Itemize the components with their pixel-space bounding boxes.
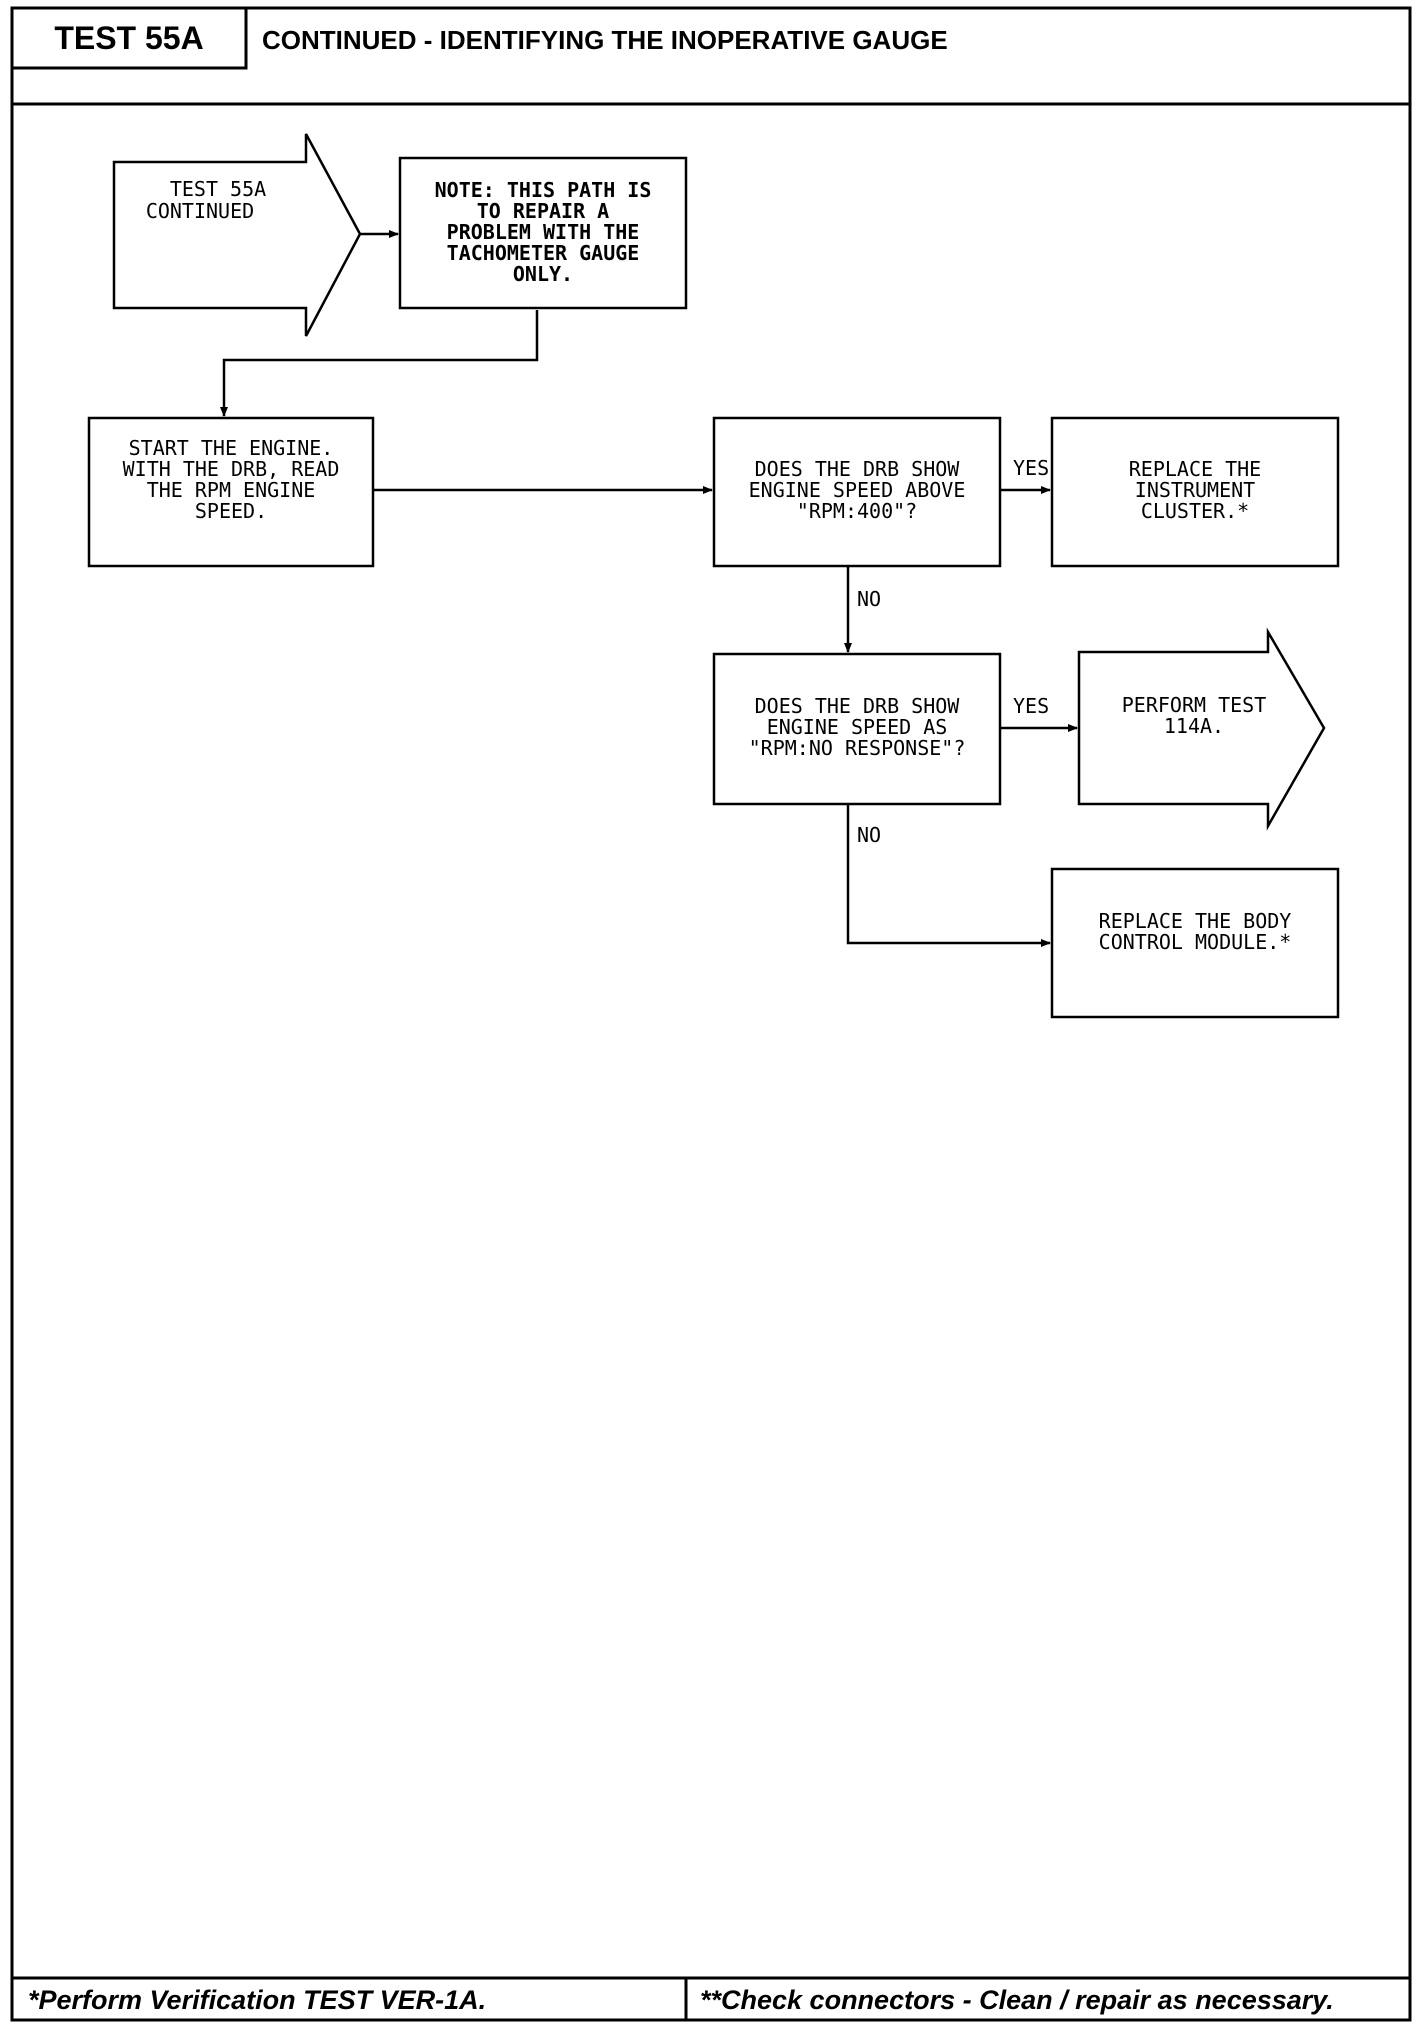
label-no-to-decision-no-response: NO (857, 587, 881, 611)
label-yes-replace-cluster: YES (1013, 456, 1049, 480)
step-start-engine: START THE ENGINE. WITH THE DRB, READ THE… (87, 416, 375, 568)
decision-rpm-no-response-frame (712, 652, 1002, 806)
connectors (220, 230, 1078, 947)
page-border (10, 6, 1412, 2022)
footer-note-verification: *Perform Verification TEST VER-1A. (28, 1985, 486, 2015)
step-start-engine-line-1: START THE ENGINE. (129, 436, 334, 460)
start-arrow-test-55a: TEST 55A CONTINUED (112, 133, 362, 337)
start-arrow-line-2: CONTINUED (146, 199, 254, 223)
note-line-4: TACHOMETER GAUGE (447, 241, 640, 265)
action-replace-bcm-frame (1050, 867, 1340, 1019)
test-id: TEST 55A (54, 20, 203, 56)
connector-note-to-start-engine (220, 310, 539, 417)
header: TEST 55A CONTINUED - IDENTIFYING THE INO… (10, 6, 1410, 106)
step-start-engine-line-2: WITH THE DRB, READ (123, 457, 340, 481)
action-replace-instrument-cluster-frame (1050, 416, 1340, 568)
perform-test-arrow-shape (1077, 627, 1326, 831)
note-line-5: ONLY. (513, 262, 573, 286)
decision-rpm-above-400-frame (712, 416, 1002, 568)
action-replace-cluster-line-1: REPLACE THE (1129, 457, 1261, 481)
decision-rpm-above-400: DOES THE DRB SHOW ENGINE SPEED ABOVE "RP… (712, 416, 1002, 568)
decision-rpm-no-response: DOES THE DRB SHOW ENGINE SPEED AS "RPM:N… (712, 652, 1002, 806)
start-arrow-line-1: TEST 55A (170, 177, 266, 201)
label-no-replace-bcm: NO (857, 823, 881, 847)
note-box: NOTE: THIS PATH IS TO REPAIR A PROBLEM W… (398, 156, 688, 310)
action-perform-test-114a: PERFORM TEST 114A. (1077, 627, 1326, 831)
page-title: CONTINUED - IDENTIFYING THE INOPERATIVE … (262, 25, 948, 55)
footer-note-connectors: **Check connectors - Clean / repair as n… (700, 1985, 1334, 2015)
footer: *Perform Verification TEST VER-1A. **Che… (12, 1976, 1410, 2020)
action-replace-body-control-module: REPLACE THE BODY CONTROL MODULE.* (1050, 867, 1340, 1019)
step-start-engine-frame (87, 416, 375, 568)
decision-no-response-line-1: DOES THE DRB SHOW (755, 694, 961, 718)
note-line-1: NOTE: THIS PATH IS (435, 178, 652, 202)
action-replace-cluster-line-3: CLUSTER.* (1141, 499, 1249, 523)
step-start-engine-line-3: THE RPM ENGINE (147, 478, 316, 502)
label-yes-perform-test: YES (1013, 694, 1049, 718)
action-replace-bcm-line-1: REPLACE THE BODY (1099, 909, 1292, 933)
step-start-engine-line-4: SPEED. (195, 499, 267, 523)
start-arrow-shape (112, 133, 362, 337)
connector-no-replace-bcm (846, 804, 1051, 947)
note-line-2: TO REPAIR A (477, 199, 609, 223)
test-id-box (10, 6, 248, 70)
decision-rpm-above-400-line-2: ENGINE SPEED ABOVE (749, 478, 966, 502)
action-replace-bcm-line-2: CONTROL MODULE.* (1099, 930, 1292, 954)
action-replace-instrument-cluster: REPLACE THE INSTRUMENT CLUSTER.* (1050, 416, 1340, 568)
perform-test-line-2: 114A. (1164, 714, 1224, 738)
decision-no-response-line-3: "RPM:NO RESPONSE"? (749, 736, 966, 760)
decision-rpm-above-400-line-1: DOES THE DRB SHOW (755, 457, 961, 481)
decision-no-response-line-2: ENGINE SPEED AS (767, 715, 948, 739)
note-box-frame (398, 156, 688, 310)
note-line-3: PROBLEM WITH THE (447, 220, 640, 244)
action-replace-cluster-line-2: INSTRUMENT (1135, 478, 1255, 502)
decision-rpm-above-400-line-3: "RPM:400"? (797, 499, 917, 523)
perform-test-line-1: PERFORM TEST (1122, 693, 1267, 717)
